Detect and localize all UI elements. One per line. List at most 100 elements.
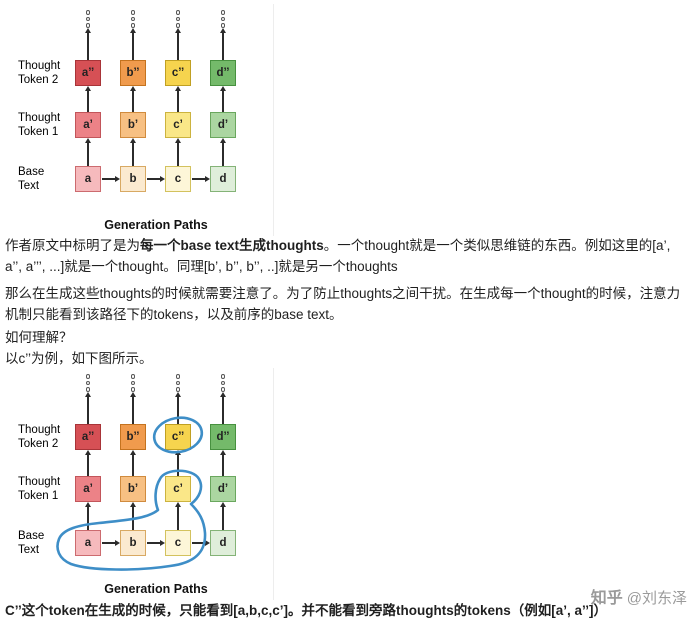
up-arrow: [219, 28, 228, 60]
up-arrow: [174, 28, 183, 60]
token-box-base-a: a: [75, 166, 101, 192]
text-run: 作者原文中标明了是为: [5, 238, 140, 253]
token-box-t1-d: d’: [210, 112, 236, 138]
up-arrow: [84, 28, 93, 60]
ellipsis-dots-icon: [220, 374, 226, 392]
ellipsis-dots-icon: [220, 10, 226, 28]
token-box-t1-c: c’: [165, 476, 191, 502]
row-label-line: Thought: [18, 112, 61, 124]
ellipsis-dots-icon: [175, 374, 181, 392]
dot: [85, 374, 91, 379]
ellipsis-dots-icon: [85, 374, 91, 392]
row-label-line: Thought: [18, 60, 61, 72]
token-box-base-c: c: [165, 166, 191, 192]
dot: [175, 16, 181, 21]
ellipsis-dots-icon: [85, 10, 91, 28]
dot: [220, 23, 226, 28]
up-arrow: [84, 86, 93, 112]
ellipsis-dots-icon: [130, 10, 136, 28]
up-arrow: [84, 450, 93, 476]
row-label-line: Thought: [18, 476, 61, 488]
right-arrow: [147, 539, 165, 548]
row-label-line: Token 2: [18, 74, 59, 86]
paragraph-3: 如何理解？ 以c’’为例，如下图所示。: [5, 328, 689, 370]
text-run-bold: 每一个base text生成thoughts: [140, 238, 324, 253]
right-arrow: [192, 175, 210, 184]
right-arrow: [102, 175, 120, 184]
diagram-caption: Generation Paths: [104, 582, 208, 596]
up-arrow: [84, 138, 93, 166]
token-box-t2-c: c’’: [165, 424, 191, 450]
token-box-t1-b: b’: [120, 112, 146, 138]
dot: [220, 380, 226, 385]
token-box-t2-a: a’’: [75, 60, 101, 86]
token-box-base-d: d: [210, 530, 236, 556]
text-run: 。一个thought就是一个类似思维链的东西。例如这里的[a’, a’’, a’…: [5, 238, 671, 274]
dot: [130, 387, 136, 392]
token-box-t1-b: b’: [120, 476, 146, 502]
dot: [175, 380, 181, 385]
up-arrow: [129, 392, 138, 424]
dot: [130, 10, 136, 15]
up-arrow: [129, 28, 138, 60]
row-label-line: Text: [18, 180, 40, 192]
dot: [130, 380, 136, 385]
token-box-base-b: b: [120, 530, 146, 556]
right-arrow: [102, 539, 120, 548]
watermark: 知乎@刘东泽: [591, 584, 687, 608]
dot: [220, 387, 226, 392]
right-arrow: [147, 175, 165, 184]
dot: [220, 374, 226, 379]
up-arrow: [84, 502, 93, 530]
token-box-base-c: c: [165, 530, 191, 556]
token-box-t1-a: a’: [75, 112, 101, 138]
ellipsis-dots-icon: [175, 10, 181, 28]
text-run: 那么在生成这些thoughts的时候就需要注意了。为了防止thoughts之间干…: [5, 286, 681, 322]
up-arrow: [174, 86, 183, 112]
token-box-t2-a: a’’: [75, 424, 101, 450]
token-box-t1-c: c’: [165, 112, 191, 138]
row-label-line: Token 1: [18, 126, 59, 138]
up-arrow: [219, 450, 228, 476]
row-label-line: Text: [18, 544, 40, 556]
dot: [175, 23, 181, 28]
text-run-bold: C’’这个token在生成的时候，只能看到[a,b,c,c’]。并不能看到旁路t…: [5, 603, 608, 618]
dot: [130, 374, 136, 379]
zhihu-logo-text: 知乎: [590, 590, 623, 607]
up-arrow: [219, 502, 228, 530]
paragraph-2: 那么在生成这些thoughts的时候就需要注意了。为了防止thoughts之间干…: [5, 284, 689, 326]
dot: [130, 23, 136, 28]
up-arrow: [174, 392, 183, 424]
up-arrow: [174, 138, 183, 166]
token-box-t1-d: d’: [210, 476, 236, 502]
up-arrow: [129, 450, 138, 476]
row-label-line: Base: [18, 166, 45, 178]
ellipsis-dots-icon: [130, 374, 136, 392]
dot: [220, 16, 226, 21]
row-label-line: Thought: [18, 424, 61, 436]
question-line: 如何理解？: [5, 330, 73, 345]
dot: [85, 23, 91, 28]
up-arrow: [129, 86, 138, 112]
token-box-t2-b: b’’: [120, 424, 146, 450]
dot: [220, 10, 226, 15]
token-box-t1-a: a’: [75, 476, 101, 502]
dot: [175, 10, 181, 15]
paragraph-1: 作者原文中标明了是为每一个base text生成thoughts。一个thoug…: [5, 236, 689, 278]
up-arrow: [84, 392, 93, 424]
token-box-base-a: a: [75, 530, 101, 556]
dot: [175, 387, 181, 392]
row-label-line: Token 2: [18, 438, 59, 450]
up-arrow: [219, 392, 228, 424]
token-box-t2-d: d’’: [210, 60, 236, 86]
dot: [85, 387, 91, 392]
right-arrow: [192, 539, 210, 548]
